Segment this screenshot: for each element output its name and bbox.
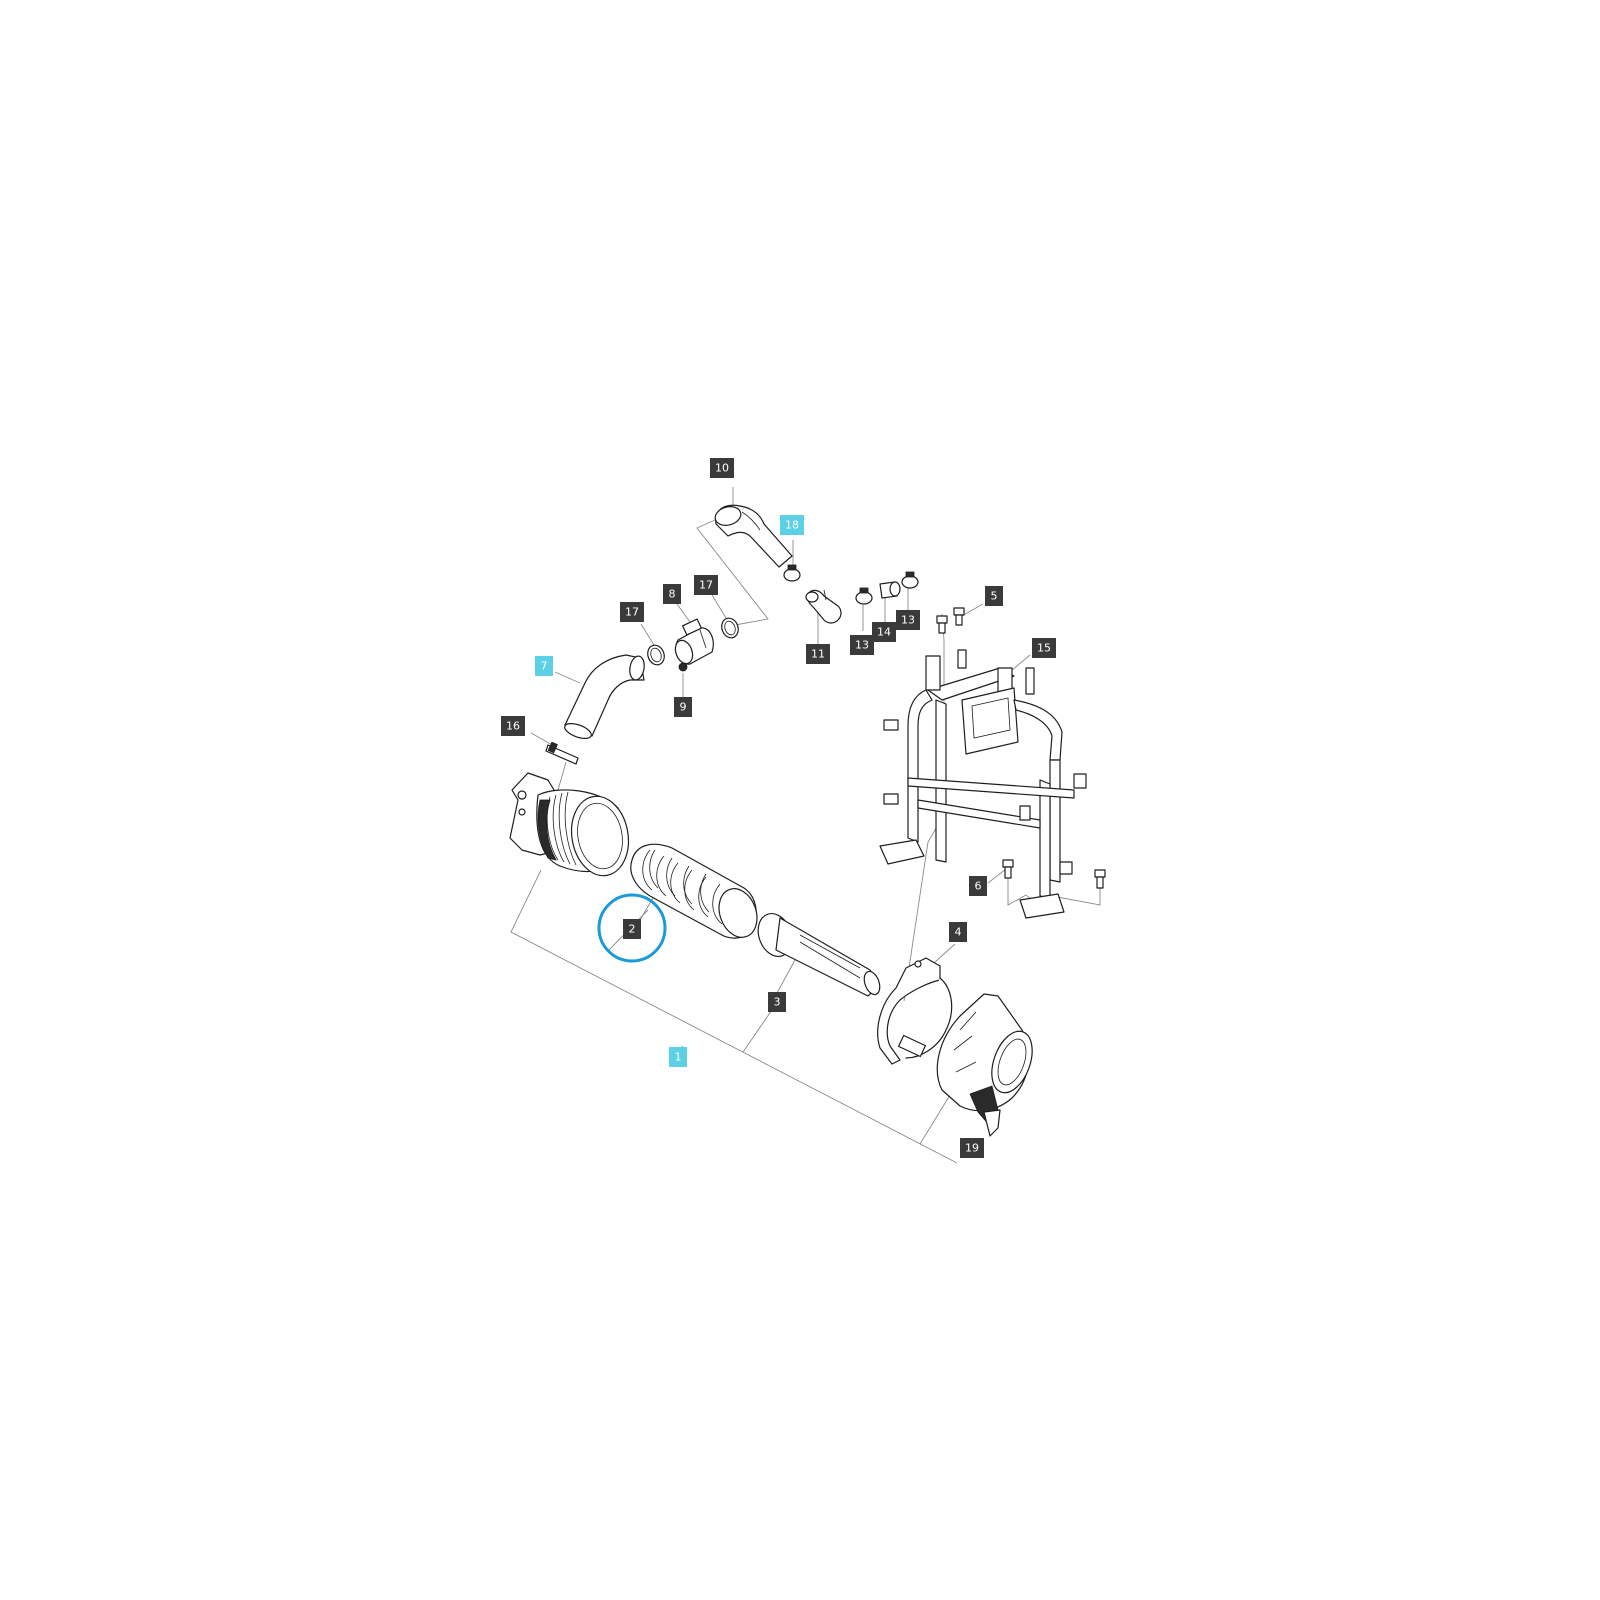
callout-1-label: 1 xyxy=(675,1051,682,1064)
callout-15[interactable]: 15 xyxy=(1032,638,1056,658)
callout-18[interactable]: 18 xyxy=(780,515,804,535)
callout-4-label: 4 xyxy=(955,926,962,939)
callout-9[interactable]: 9 xyxy=(674,697,692,717)
callout-11[interactable]: 11 xyxy=(806,644,830,664)
callouts: 10 18 17 8 5 17 13 14 13 15 11 7 9 16 6 … xyxy=(501,458,1056,1158)
callout-14[interactable]: 14 xyxy=(872,622,896,642)
callout-13-right[interactable]: 13 xyxy=(896,610,920,630)
clamp-13-right xyxy=(901,571,919,589)
small-elbow-11 xyxy=(805,589,842,624)
sleeve-14 xyxy=(879,581,901,599)
selection-highlight-circle xyxy=(597,893,667,963)
callout-7[interactable]: 7 xyxy=(535,656,553,676)
callout-1[interactable]: 1 xyxy=(669,1047,687,1067)
callout-11-label: 11 xyxy=(811,648,825,661)
callout-4[interactable]: 4 xyxy=(949,922,967,942)
callout-13-left-label: 13 xyxy=(855,639,869,652)
hose-clamp-18 xyxy=(783,564,801,582)
callout-13-right-label: 13 xyxy=(901,614,915,627)
callout-6-label: 6 xyxy=(975,880,982,893)
bolt-5 xyxy=(936,607,965,634)
ring-17-left xyxy=(647,644,665,666)
bolt-6 xyxy=(1002,859,1106,889)
callout-3-label: 3 xyxy=(774,996,781,1009)
callout-5[interactable]: 5 xyxy=(985,586,1003,606)
callout-17-left-label: 17 xyxy=(625,606,639,619)
callout-7-label: 7 xyxy=(541,660,548,673)
filter-element-2 xyxy=(630,843,758,939)
air-mass-sensor-8 xyxy=(674,618,714,665)
filter-housing-inlet xyxy=(509,772,630,877)
elbow-hose-10 xyxy=(714,504,793,568)
callout-3[interactable]: 3 xyxy=(768,992,786,1012)
callout-16-label: 16 xyxy=(506,720,520,733)
callout-19-label: 19 xyxy=(965,1142,979,1155)
callout-2[interactable]: 2 xyxy=(623,919,641,939)
callout-17-right[interactable]: 17 xyxy=(694,575,718,595)
callout-14-label: 14 xyxy=(877,626,891,639)
callout-17-left[interactable]: 17 xyxy=(620,602,644,622)
callout-10-label: 10 xyxy=(715,462,729,475)
callout-17-right-label: 17 xyxy=(699,579,713,592)
safety-element-3 xyxy=(757,913,881,997)
strap-bracket-4 xyxy=(877,957,953,1065)
callout-8-label: 8 xyxy=(669,588,676,601)
ring-17-right xyxy=(721,617,739,639)
callout-9-label: 9 xyxy=(680,701,687,714)
mounting-frame-15 xyxy=(879,649,1087,919)
callout-8[interactable]: 8 xyxy=(663,584,681,604)
callout-6[interactable]: 6 xyxy=(969,876,987,896)
screw-9 xyxy=(678,662,688,672)
callout-2-label: 2 xyxy=(629,923,636,936)
callout-5-label: 5 xyxy=(991,590,998,603)
end-cover-19 xyxy=(936,993,1033,1137)
curved-hose-7 xyxy=(564,654,645,739)
clamp-13-left xyxy=(855,587,873,605)
callout-13-left[interactable]: 13 xyxy=(850,635,874,655)
callout-18-label: 18 xyxy=(785,519,799,532)
callout-10[interactable]: 10 xyxy=(710,458,734,478)
callout-19[interactable]: 19 xyxy=(960,1138,984,1158)
pin-16 xyxy=(545,741,579,765)
callout-15-label: 15 xyxy=(1037,642,1051,655)
callout-16[interactable]: 16 xyxy=(501,716,525,736)
